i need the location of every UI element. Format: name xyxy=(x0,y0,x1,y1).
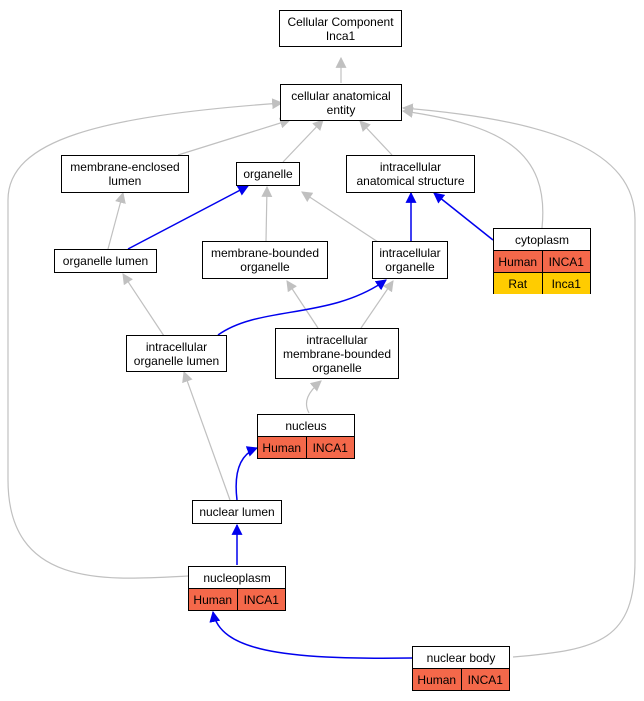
node-cellular-component[interactable]: Cellular Component Inca1 xyxy=(279,10,402,47)
annotation-row: Human INCA1 xyxy=(258,437,354,458)
species-label: Rat xyxy=(508,276,528,291)
node-nuclear-body-title: nuclear body xyxy=(413,647,509,669)
edge-cytoplasm-to-ias xyxy=(433,192,494,241)
node-membrane-enclosed-lumen[interactable]: membrane-enclosed lumen xyxy=(61,155,189,193)
annotation-row: Rat Inca1 xyxy=(494,272,590,294)
gene-label: INCA1 xyxy=(460,669,510,690)
node-organelle[interactable]: organelle xyxy=(236,162,300,186)
edge-nl-to-iol xyxy=(182,370,231,501)
edge-ol-to-org xyxy=(127,185,249,250)
node-nucleoplasm[interactable]: nucleoplasm Human INCA1 xyxy=(188,566,286,611)
edge-iol-to-ol xyxy=(122,273,165,337)
node-organelle-lumen[interactable]: organelle lumen xyxy=(54,249,157,273)
species-label: Human xyxy=(262,440,302,455)
node-cellular-anatomical-entity[interactable]: cellular anatomical entity xyxy=(280,84,402,121)
edge-imbo-to-mbo xyxy=(286,280,319,329)
annotation-row: Human INCA1 xyxy=(494,251,590,272)
gene-label: INCA1 xyxy=(236,589,286,610)
edge-org-to-cae xyxy=(282,119,324,163)
edge-nuclearbody-to-nucleoplasm xyxy=(209,610,413,659)
edge-imbo-to-io xyxy=(360,280,394,329)
species-label: Human xyxy=(417,672,457,687)
node-nuclear-lumen[interactable]: nuclear lumen xyxy=(192,500,282,524)
species-label: Human xyxy=(193,592,233,607)
edge-ol-to-mel xyxy=(107,191,126,250)
node-nuclear-body[interactable]: nuclear body Human INCA1 xyxy=(412,646,510,691)
edge-nl-to-nucleus xyxy=(235,446,259,501)
node-nucleus-title: nucleus xyxy=(258,415,354,437)
annotation-row: Human INCA1 xyxy=(189,589,285,610)
edge-ias-to-cae xyxy=(359,120,393,156)
edge-mel-to-cae xyxy=(177,117,292,156)
edge-io-to-org xyxy=(301,191,379,243)
node-nucleoplasm-title: nucleoplasm xyxy=(189,567,285,589)
node-nucleus[interactable]: nucleus Human INCA1 xyxy=(257,414,355,459)
node-cytoplasm[interactable]: cytoplasm Human INCA1 Rat Inca1 xyxy=(493,228,591,294)
edge-nucleus-to-imbo xyxy=(305,380,322,414)
gene-label: INCA1 xyxy=(305,437,355,458)
edge-mbo-to-org xyxy=(261,185,273,242)
edge-nucleoplasm-to-cae xyxy=(7,98,284,579)
gene-label: INCA1 xyxy=(541,251,591,272)
annotation-row: Human INCA1 xyxy=(413,669,509,690)
edge-cytoplasm-to-cae xyxy=(401,106,544,229)
edge-nuclearbody-to-cae xyxy=(401,103,636,658)
node-intracellular-membrane-bounded-organelle[interactable]: intracellular membrane-bounded organelle xyxy=(275,328,399,379)
node-cytoplasm-title: cytoplasm xyxy=(494,229,590,251)
species-label: Human xyxy=(498,254,538,269)
node-membrane-bounded-organelle[interactable]: membrane-bounded organelle xyxy=(202,241,328,279)
node-intracellular-organelle[interactable]: intracellular organelle xyxy=(372,241,448,279)
edge-iol-to-io xyxy=(217,279,387,336)
gene-label: Inca1 xyxy=(541,273,591,294)
node-intracellular-organelle-lumen[interactable]: intracellular organelle lumen xyxy=(126,335,227,372)
node-intracellular-anatomical-structure[interactable]: intracellular anatomical structure xyxy=(346,155,475,193)
